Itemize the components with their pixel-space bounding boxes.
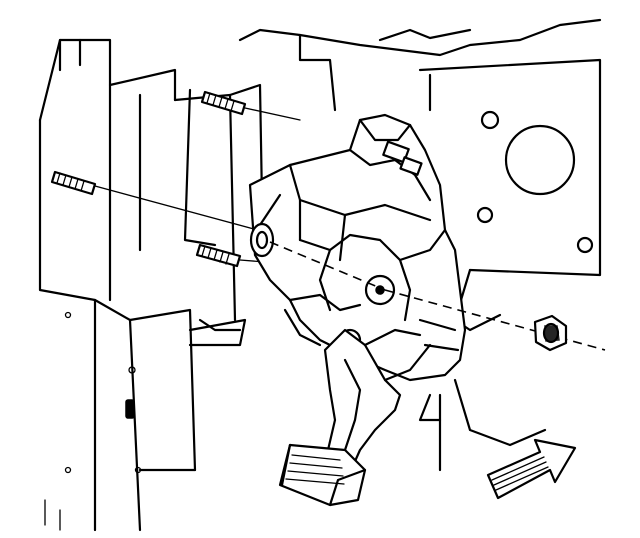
forward-direction-arrow (486, 438, 577, 500)
mounting-nut (533, 314, 568, 352)
left-stud (200, 90, 247, 116)
lower-stud (195, 243, 242, 268)
brake-pedal-arm (323, 328, 432, 472)
pedal-pad (278, 443, 367, 507)
upper-left-stud (50, 170, 97, 196)
brake-pedal-bracket (248, 113, 467, 382)
dash-panel (38, 38, 264, 532)
washer (249, 222, 275, 258)
